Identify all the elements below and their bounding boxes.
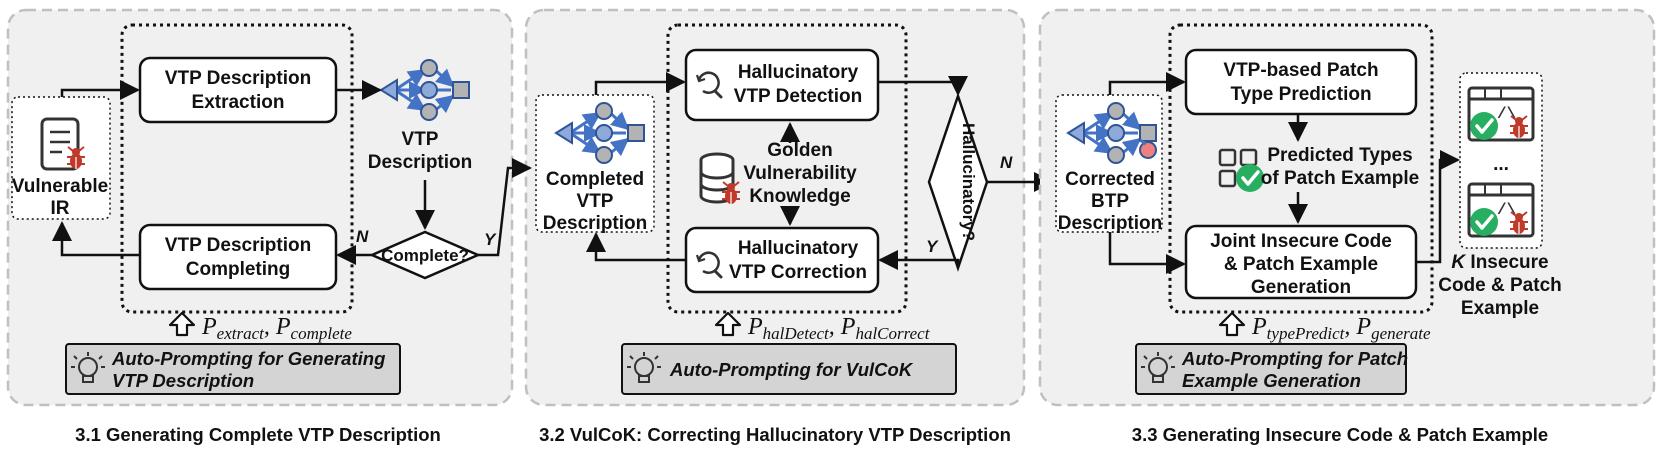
- prompt-vars-1: Pextract, Pcomplete: [201, 314, 352, 343]
- completed-vtp-label-3: Description: [543, 213, 648, 234]
- arrow-btp-to-generation: [1108, 232, 1186, 274]
- auto-prompt-1-line-1: Auto-Prompting for Generating: [111, 348, 385, 369]
- caption-3-3: 3.3 Generating Insecure Code & Patch Exa…: [1132, 424, 1548, 445]
- decision-1-no-label: N: [356, 227, 369, 246]
- arrow-completed-to-detection: [594, 72, 686, 95]
- panel-generating-complete-vtp: Vulnerable IR VTP Description Extraction…: [6, 8, 514, 445]
- auto-prompt-3-line-1: Auto-Prompting for Patch: [1181, 348, 1408, 369]
- vulnerable-ir-label-1: Vulnerable: [12, 176, 108, 197]
- vtp-description-label-1: VTP: [402, 129, 439, 150]
- decision-1-yes-label: Y: [484, 230, 497, 249]
- predicted-types-label-1: Predicted Types: [1267, 145, 1412, 166]
- arrow-generation-to-output: [1416, 150, 1460, 264]
- hallucinatory-decision-label: Hallucinatory?: [959, 123, 978, 241]
- arrow-detection-to-decision: [878, 76, 968, 96]
- auto-prompt-box-2: [621, 343, 957, 395]
- corrected-btp-label-2: BTP: [1091, 191, 1129, 212]
- knowledge-label-2: Vulnerability: [743, 163, 857, 184]
- decision-2-yes-label: Y: [926, 237, 939, 256]
- generation-label-1: Joint Insecure Code: [1210, 231, 1392, 252]
- caption-3-2: 3.2 VulCoK: Correcting Hallucinatory VTP…: [539, 424, 1011, 445]
- auto-prompt-box-1: [65, 343, 401, 395]
- panel-generating-insecure-code: Corrected BTP Description VTP-based Patc…: [987, 8, 1656, 445]
- vtp-description-label-2: Description: [368, 152, 473, 173]
- output-label-3: Example: [1461, 298, 1539, 319]
- vtp-completing-label-2: Completing: [186, 259, 291, 280]
- auto-prompt-1-line-2: VTP Description: [112, 370, 254, 391]
- panel-1-frame: [6, 8, 514, 407]
- hallucinatory-detection-box: [684, 48, 880, 122]
- arrow-btp-to-prediction: [1108, 72, 1186, 95]
- code-window-icon: [1467, 182, 1535, 238]
- prediction-label-1: VTP-based Patch: [1223, 60, 1378, 81]
- code-window-icon: [1467, 86, 1535, 142]
- graph-icon: [1068, 103, 1156, 163]
- complete-decision-label: Complete?: [381, 246, 469, 265]
- corrected-btp-label-1: Corrected: [1065, 169, 1155, 190]
- panel-2-inner-frame: [666, 23, 908, 314]
- output-label-2: Code & Patch: [1438, 275, 1562, 296]
- database-bug-icon: [699, 152, 741, 205]
- arrow-panel1-to-panel2: [476, 158, 532, 257]
- output-ellipsis: ...: [1493, 154, 1509, 175]
- corrected-btp-label-3: Description: [1058, 213, 1163, 234]
- knowledge-label-3: Knowledge: [749, 186, 850, 207]
- arrow-correction-to-completed: [586, 232, 686, 262]
- detection-label-2: VTP Detection: [734, 86, 862, 107]
- generation-label-2: & Patch Example: [1224, 254, 1378, 275]
- arrow-completing-to-ir: [52, 221, 140, 257]
- decision-2-no-label: N: [1000, 153, 1013, 172]
- prompt-vars-2: PhalDetect, PhalCorrect: [747, 314, 931, 343]
- caption-3-1: 3.1 Generating Complete VTP Description: [75, 424, 441, 445]
- completed-vtp-label-1: Completed: [546, 169, 644, 190]
- grid-check-icon: [1218, 148, 1266, 194]
- prediction-label-2: Type Prediction: [1230, 84, 1371, 105]
- document-bug-icon: [40, 117, 86, 171]
- panel-3-inner-frame: [1168, 23, 1434, 314]
- auto-prompt-box-3: [1135, 343, 1407, 395]
- vtp-completing-label-1: VTP Description: [165, 235, 311, 256]
- generation-label-3: Generation: [1251, 277, 1351, 298]
- vtp-extraction-label-2: Extraction: [192, 92, 285, 113]
- detection-label-1: Hallucinatory: [738, 62, 859, 83]
- patch-type-prediction-box: [1184, 48, 1418, 116]
- prompt-vars-3: PtypePredict, Pgenerate: [1251, 314, 1431, 343]
- panel-vulcok: Completed VTP Description Hallucinatory …: [476, 8, 1026, 445]
- auto-prompt-2-line-1: Auto-Prompting for VulCoK: [669, 359, 914, 380]
- vtp-extraction-label-1: VTP Description: [165, 68, 311, 89]
- predicted-types-label-2: of Patch Example: [1261, 168, 1419, 189]
- output-label-1: K Insecure: [1451, 252, 1548, 273]
- correction-label-1: Hallucinatory: [738, 238, 859, 259]
- vulnerable-ir-label-2: IR: [51, 198, 70, 219]
- correction-label-2: VTP Correction: [729, 262, 867, 283]
- panel-1-inner-frame: [120, 23, 354, 314]
- auto-prompt-3-line-2: Example Generation: [1182, 370, 1361, 391]
- arrow-ir-to-extraction: [60, 80, 140, 100]
- knowledge-label-1: Golden: [767, 140, 832, 161]
- completed-vtp-label-2: VTP: [577, 191, 614, 212]
- arrow-decision-to-correction: [878, 250, 960, 270]
